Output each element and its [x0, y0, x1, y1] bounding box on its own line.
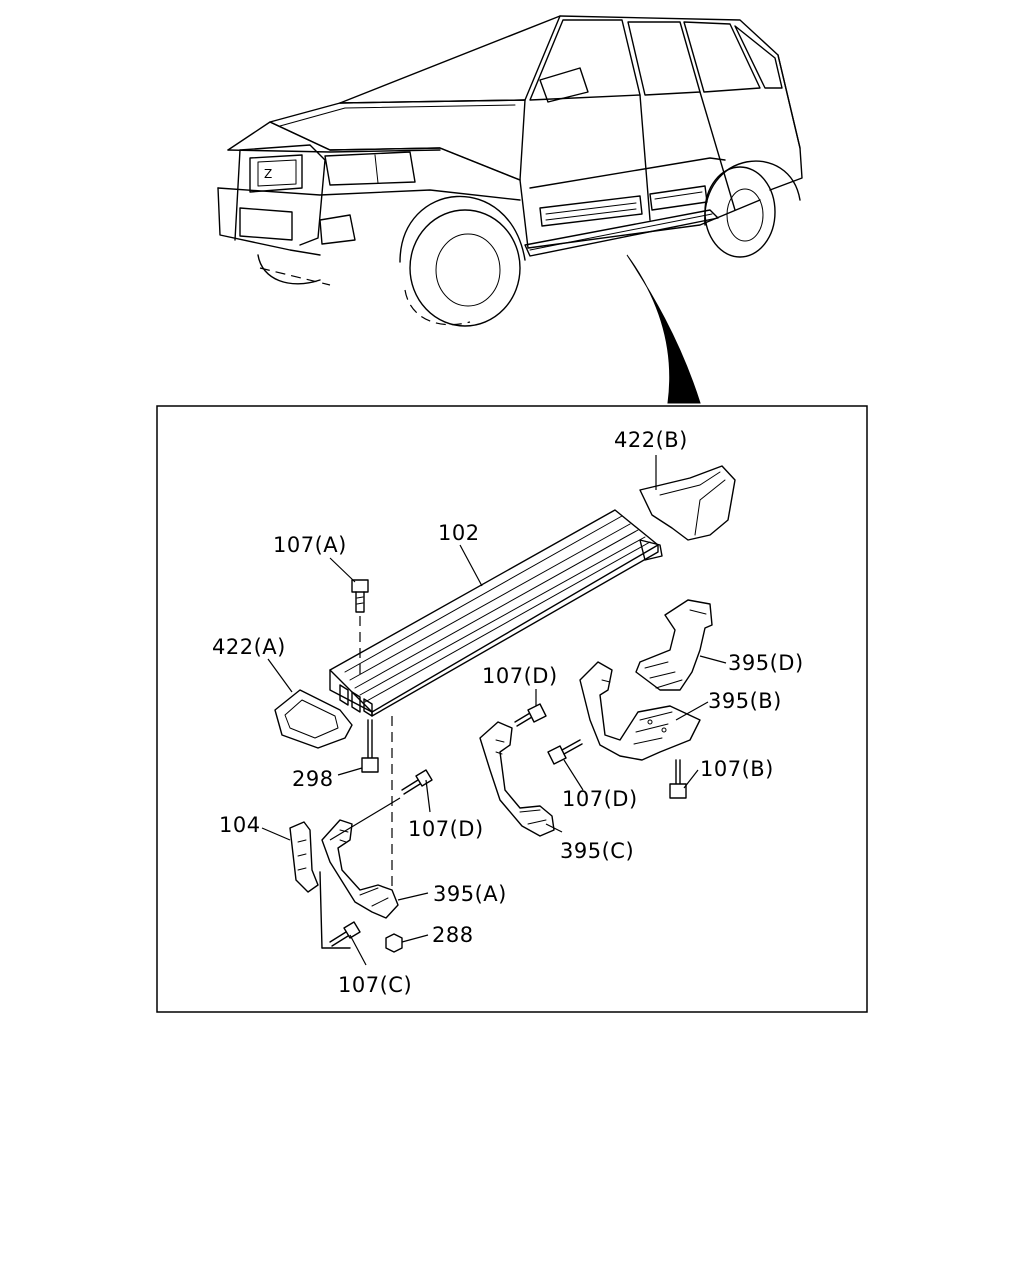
end-cap-422b [639, 465, 736, 541]
label-104: 104 [219, 813, 261, 837]
callout-pointer-arrow [626, 254, 701, 404]
label-102: 102 [438, 521, 480, 545]
bracket-104 [289, 821, 351, 949]
label-107d-mid: 107(D) [562, 787, 638, 811]
callout-labels: 422(B) 102 107(A) 422(A) 107(D) 395(D) 3… [212, 428, 804, 997]
grille-badge: Z [264, 167, 273, 181]
detail-frame [156, 405, 868, 1013]
leader-lines [261, 455, 727, 966]
running-board-102 [329, 509, 663, 717]
label-298: 298 [292, 767, 334, 791]
label-107c: 107(C) [338, 973, 412, 997]
bolt-298 [361, 719, 379, 773]
label-422b: 422(B) [614, 428, 688, 452]
vehicle-illustration: Z [217, 15, 803, 327]
label-107b: 107(B) [700, 757, 774, 781]
bolt-107d-mid [547, 739, 583, 765]
end-cap-422a [274, 689, 353, 749]
bolt-107c [329, 921, 361, 947]
label-107d-left: 107(D) [408, 817, 484, 841]
label-395d: 395(D) [728, 651, 804, 675]
label-107d-top: 107(D) [482, 664, 558, 688]
bolt-107d-left [401, 769, 433, 795]
bolt-107a [351, 579, 369, 676]
bracket-395a [321, 819, 399, 919]
bracket-395b [579, 661, 701, 761]
bracket-395d [635, 599, 713, 691]
bolt-107d-top [514, 703, 547, 727]
label-395c: 395(C) [560, 839, 634, 863]
label-288: 288 [432, 923, 474, 947]
label-395a: 395(A) [433, 882, 507, 906]
bracket-395c [479, 721, 555, 837]
bolt-107b [669, 759, 687, 799]
label-395b: 395(B) [708, 689, 782, 713]
label-422a: 422(A) [212, 635, 286, 659]
nut-288 [385, 933, 403, 953]
label-107a: 107(A) [273, 533, 347, 557]
